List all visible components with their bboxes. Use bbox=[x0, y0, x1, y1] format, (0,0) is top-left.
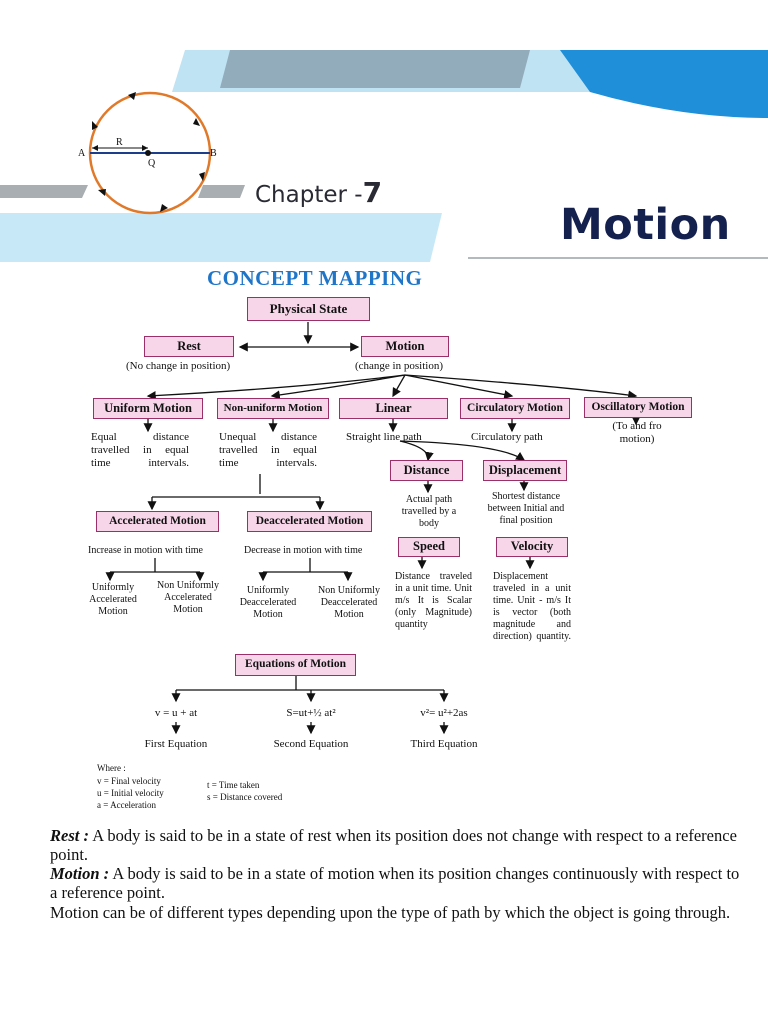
oscillatory-motion-box: Oscillatory Motion bbox=[584, 397, 692, 418]
velocity-box: Velocity bbox=[496, 537, 568, 557]
rest-term: Rest : bbox=[50, 826, 89, 845]
distance-box: Distance bbox=[390, 460, 463, 481]
motion-definition: Motion : A body is said to be in a state… bbox=[50, 864, 740, 902]
uniform-motion-box: Uniform Motion bbox=[93, 398, 203, 419]
rest-note: (No change in position) bbox=[126, 360, 231, 372]
rest-box: Rest bbox=[144, 336, 234, 357]
distance-desc: Actual path travelled by a body bbox=[401, 494, 457, 529]
displacement-desc: Shortest distance between Initial and fi… bbox=[487, 491, 565, 526]
where-a: a = Acceleration bbox=[97, 800, 157, 810]
chapter-number: 7 bbox=[362, 176, 383, 209]
physical-state-box: Physical State bbox=[247, 297, 370, 321]
speed-desc: Distance traveled in a unit time. Unit m… bbox=[395, 571, 472, 630]
where-v: v = Final velocity bbox=[97, 776, 161, 786]
equations-of-motion-box: Equations of Motion bbox=[235, 654, 356, 676]
where-u: u = Initial velocity bbox=[97, 788, 164, 798]
motion-note: (change in position) bbox=[355, 360, 443, 372]
where-t: t = Time taken bbox=[207, 780, 260, 790]
where-heading: Where : bbox=[97, 763, 126, 773]
circulatory-desc: Circulatory path bbox=[471, 431, 543, 443]
motion-term: Motion : bbox=[50, 864, 110, 883]
concept-map-connectors bbox=[105, 322, 641, 735]
third-equation: v²= u²+2as bbox=[420, 707, 468, 719]
circle-label-b: B bbox=[210, 148, 217, 159]
circle-label-a: A bbox=[78, 148, 86, 159]
where-s: s = Distance covered bbox=[207, 792, 283, 802]
page-title: Motion bbox=[560, 200, 731, 250]
circle-label-r: R bbox=[116, 137, 123, 148]
chapter-label: Chapter -7 bbox=[255, 176, 383, 209]
circle-label-q: Q bbox=[148, 158, 156, 169]
third-equation-label: Third Equation bbox=[410, 738, 478, 750]
nonuniformly-accelerated: Non Uniformly Accelerated Motion bbox=[157, 580, 219, 615]
uniformly-deaccelerated: Uniformly Deaccelerated Motion bbox=[239, 585, 297, 620]
deaccelerated-desc: Decrease in motion with time bbox=[244, 545, 363, 556]
displacement-box: Displacement bbox=[483, 460, 567, 481]
motion-types-text: Motion can be of different types dependi… bbox=[50, 903, 731, 922]
circulatory-motion-box: Circulatory Motion bbox=[460, 398, 570, 419]
linear-desc: Straight line path bbox=[346, 431, 422, 443]
motion-box: Motion bbox=[361, 336, 449, 357]
first-equation-label: First Equation bbox=[144, 738, 208, 750]
speed-box: Speed bbox=[398, 537, 460, 557]
nonuniformly-deaccelerated: Non Uniformly Deaccelerated Motion bbox=[318, 585, 380, 620]
nonuniform-motion-desc: Unequal distance travelled in equal time… bbox=[219, 431, 317, 469]
header-graphics bbox=[0, 50, 768, 262]
accelerated-desc: Increase in motion with time bbox=[88, 545, 203, 556]
oscillatory-desc: (To and fro motion) bbox=[612, 420, 662, 445]
accelerated-motion-box: Accelerated Motion bbox=[96, 511, 219, 532]
concept-map-heading: CONCEPT MAPPING bbox=[207, 266, 423, 290]
velocity-desc: Displacement traveled in a unit time. Un… bbox=[493, 571, 571, 642]
nonuniform-motion-box: Non-uniform Motion bbox=[217, 398, 329, 419]
second-equation-label: Second Equation bbox=[273, 738, 349, 750]
uniformly-accelerated: Uniformly Accelerated Motion bbox=[89, 582, 137, 617]
linear-box: Linear bbox=[339, 398, 448, 419]
rest-definition: Rest : A body is said to be in a state o… bbox=[50, 826, 737, 864]
first-equation: v = u + at bbox=[154, 707, 198, 719]
second-equation: S=ut+½ at² bbox=[286, 707, 336, 719]
uniform-motion-desc: Equal distance travelled in equal time i… bbox=[91, 431, 189, 469]
deaccelerated-motion-box: Deaccelerated Motion bbox=[247, 511, 372, 532]
